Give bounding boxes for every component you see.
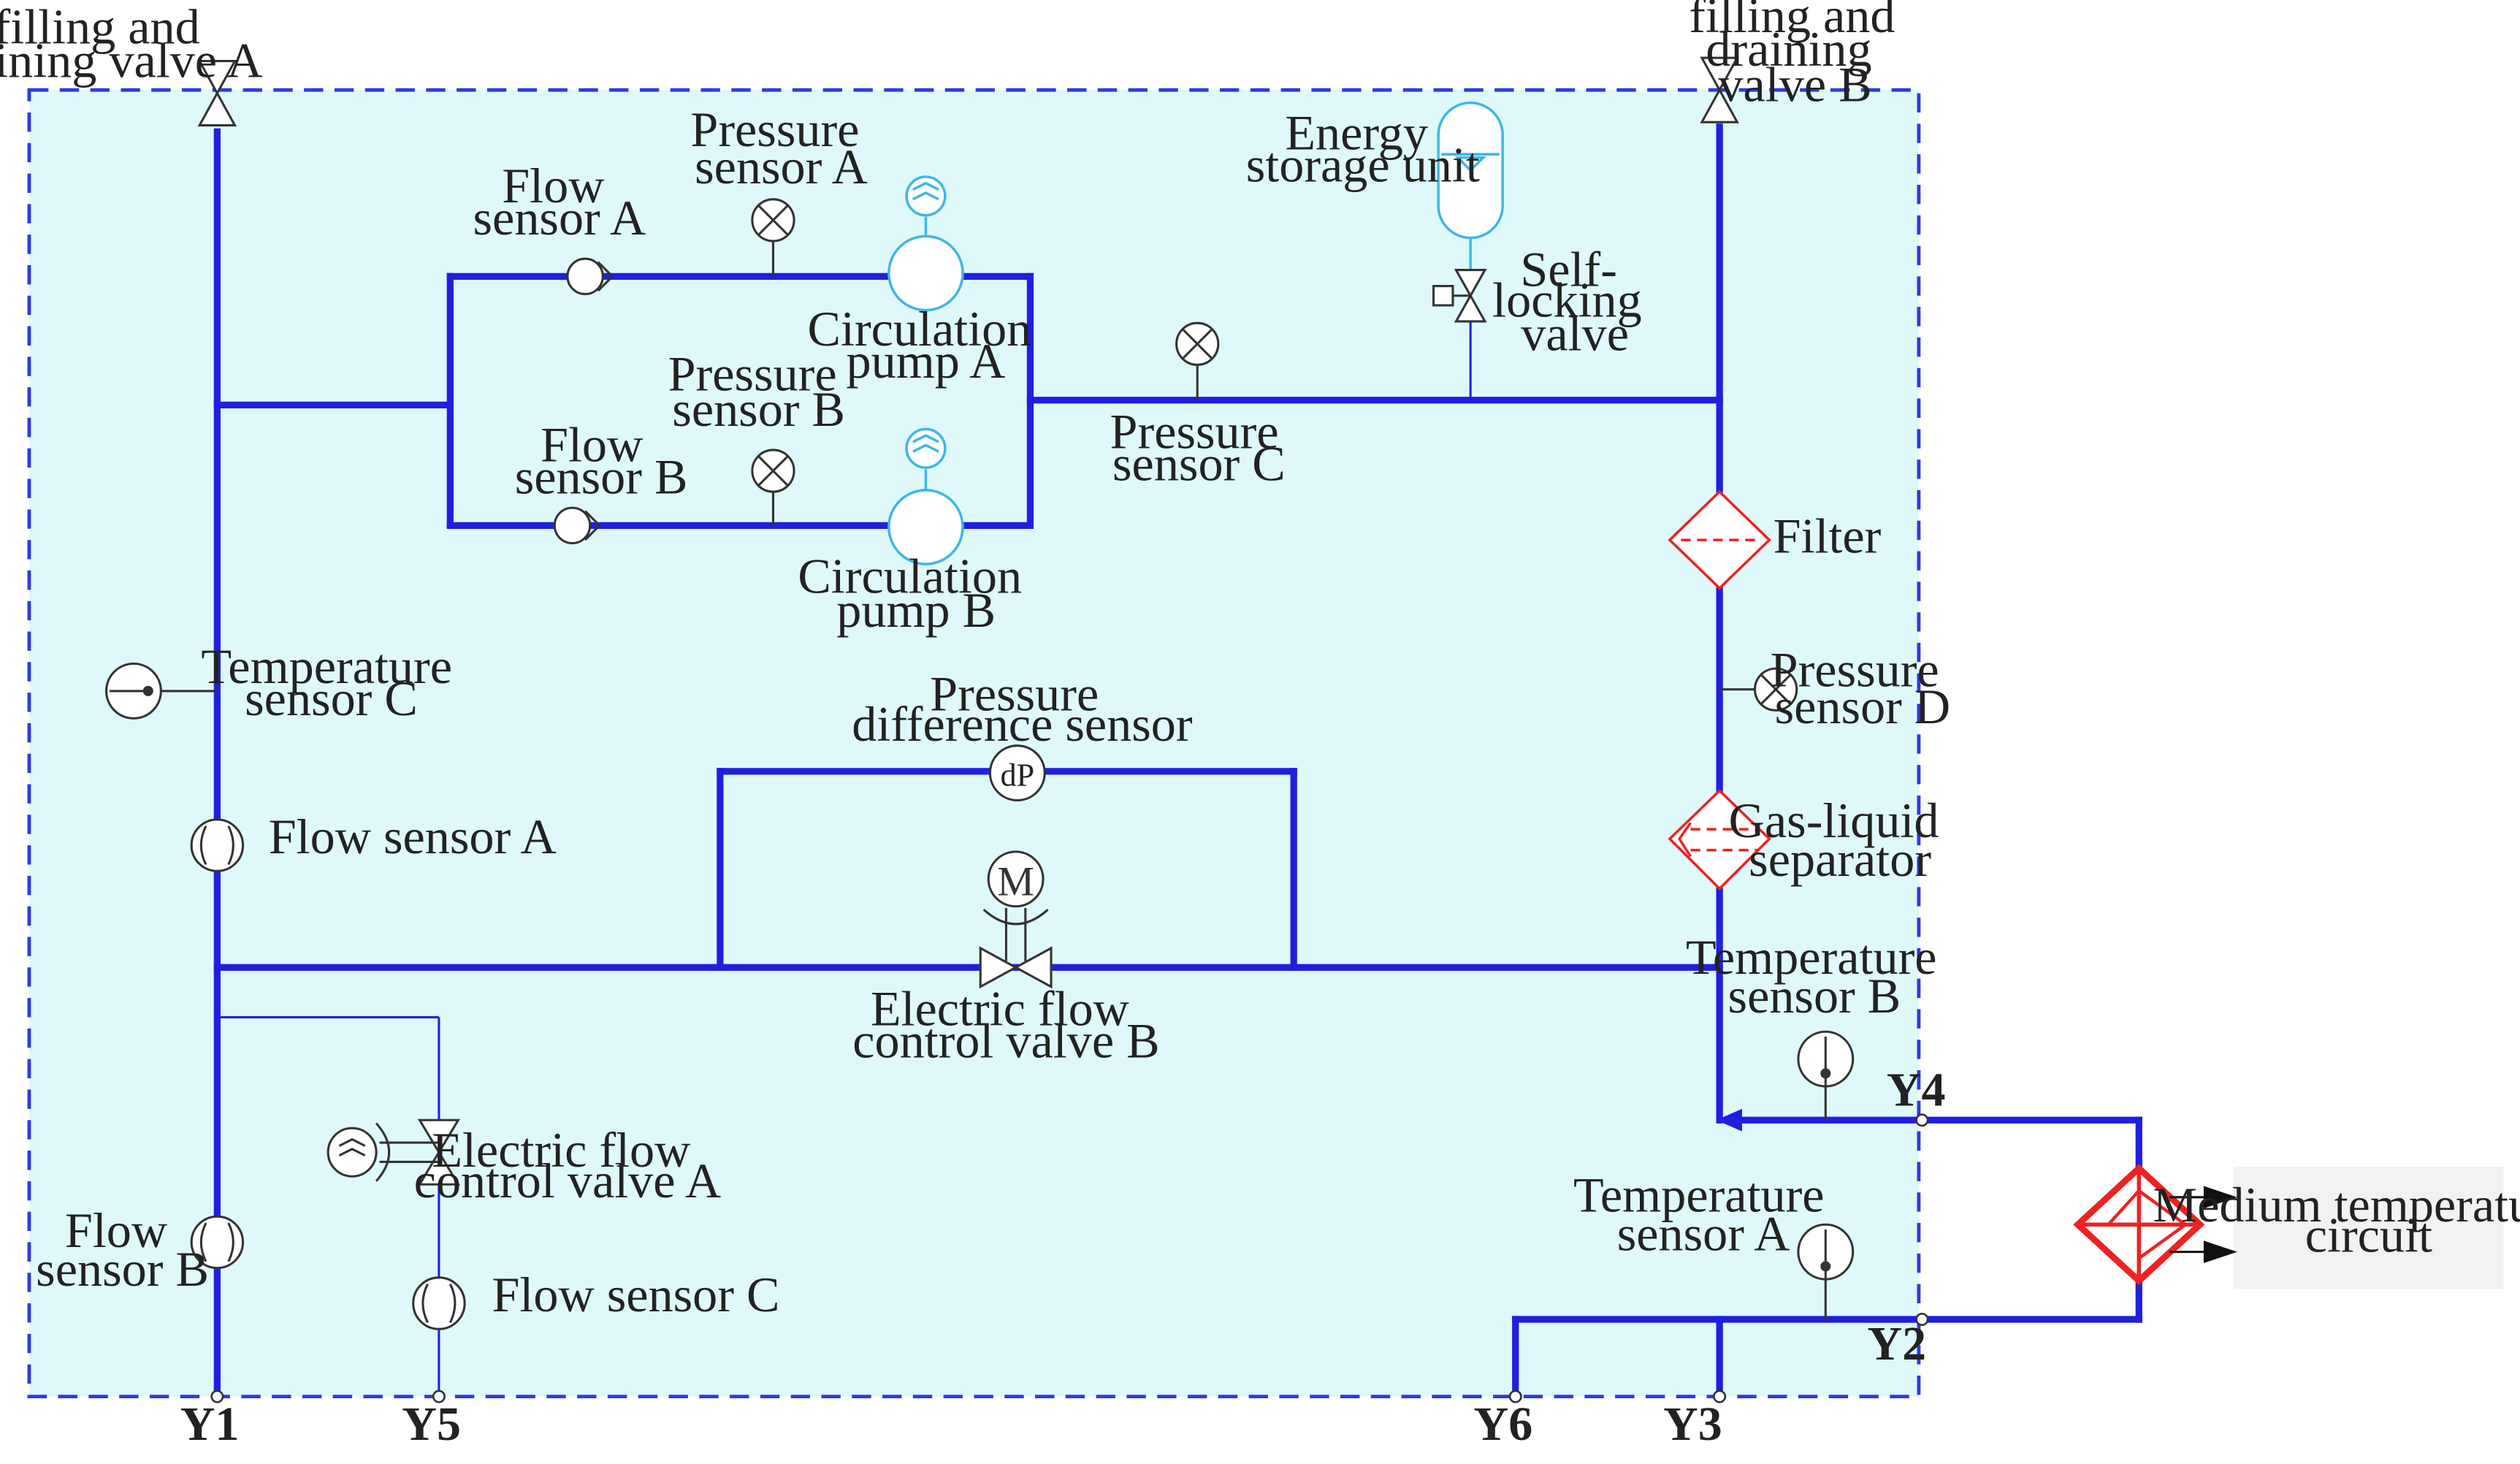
motor-symbol: M <box>997 858 1034 904</box>
temperature-sensor-c-icon <box>105 662 218 720</box>
pipes <box>213 123 2142 1395</box>
label-flow-sensor-b-left: Flow sensor B <box>36 1202 209 1297</box>
port-y3: Y3 <box>1663 1398 1722 1451</box>
gas-liquid-separator-icon <box>1668 788 1771 891</box>
circulation-pump-b-icon[interactable] <box>887 427 964 565</box>
label-circulation-pump-a: Circulation pump A <box>808 301 1045 389</box>
filling-valve-b-icon[interactable] <box>1700 56 1739 123</box>
port-y2: Y2 <box>1868 1317 1927 1370</box>
y4-return-arrow <box>1716 1108 1742 1132</box>
flow-sensor-b-left-icon <box>190 1215 245 1270</box>
port-y1: Y1 <box>180 1398 240 1451</box>
flow-sensor-c-icon <box>412 1276 466 1330</box>
filling-valve-a-icon[interactable] <box>197 60 237 127</box>
flow-sensor-a-top-icon <box>566 257 614 296</box>
label-pressure-difference-sensor: Pressure difference sensor <box>852 666 1193 752</box>
label-pressure-sensor-c: Pressure sensor C <box>1110 404 1291 492</box>
pressure-sensor-b-icon <box>751 449 795 526</box>
label-flow-sensor-a-left: Flow sensor A <box>269 809 557 864</box>
dp-symbol: dP <box>1001 758 1034 793</box>
electric-flow-valve-a-icon[interactable] <box>327 1118 461 1186</box>
medium-temp-circuit-box <box>2234 1167 2504 1289</box>
self-locking-valve-icon[interactable] <box>1432 269 1487 323</box>
label-pressure-sensor-d: Pressure sensor D <box>1771 641 1952 734</box>
energy-storage-unit-icon <box>1437 102 1504 270</box>
label-medium-temp-circuit: Medium temperature circuit <box>2153 1177 2520 1263</box>
circulation-pump-a-icon[interactable] <box>887 175 964 312</box>
label-electric-flow-valve-a: Electric flow control valve A <box>414 1122 721 1208</box>
label-pressure-sensor-a: Pressure sensor A <box>690 102 871 194</box>
label-temperature-sensor-a: Temperature sensor A <box>1573 1167 1837 1262</box>
label-temperature-sensor-b: Temperature sensor B <box>1686 929 1950 1023</box>
pressure-sensor-d-icon <box>1719 667 1798 712</box>
pressure-sensor-c-icon <box>1175 321 1220 400</box>
label-flow-sensor-a-top: Flow sensor A <box>473 158 646 245</box>
flow-sensor-b-top-icon <box>553 506 600 545</box>
heat-exchanger-arrows <box>2169 1186 2237 1263</box>
label-gas-liquid-separator: Gas-liquid separator <box>1729 793 1952 887</box>
label-temperature-sensor-c: Temperature sensor C <box>201 638 465 726</box>
label-energy-storage: Energy storage unit <box>1246 105 1480 193</box>
port-y6: Y6 <box>1474 1398 1533 1451</box>
label-self-locking-valve: Self- locking valve <box>1492 242 1654 362</box>
label-flow-sensor-c: Flow sensor C <box>492 1267 780 1322</box>
port-y4: Y4 <box>1887 1063 1946 1116</box>
system-boundary <box>27 88 1921 1399</box>
label-electric-flow-valve-b: Electric flow control valve B <box>852 980 1159 1068</box>
filter-icon <box>1668 489 1771 590</box>
electric-flow-valve-b-icon[interactable]: M <box>979 850 1053 989</box>
label-circulation-pump-b: Circulation pump B <box>798 549 1034 638</box>
label-pressure-sensor-b: Pressure sensor B <box>668 346 849 437</box>
temperature-sensor-b-icon <box>1797 1030 1855 1121</box>
pressure-sensor-a-icon <box>751 198 795 277</box>
label-filling-valve-b: filling and draining valve B <box>1689 0 1907 113</box>
label-filter: Filter <box>1773 508 1882 564</box>
temperature-sensor-a-icon <box>1797 1223 1855 1320</box>
label-flow-sensor-b-top: Flow sensor B <box>515 416 688 504</box>
port-markers <box>210 1113 1929 1403</box>
pressure-difference-sensor-icon: dP <box>988 744 1046 802</box>
flow-sensor-a-left-icon <box>190 818 245 872</box>
label-filling-valve-a: filling and draining valve A <box>0 0 263 88</box>
port-y5: Y5 <box>402 1398 461 1451</box>
